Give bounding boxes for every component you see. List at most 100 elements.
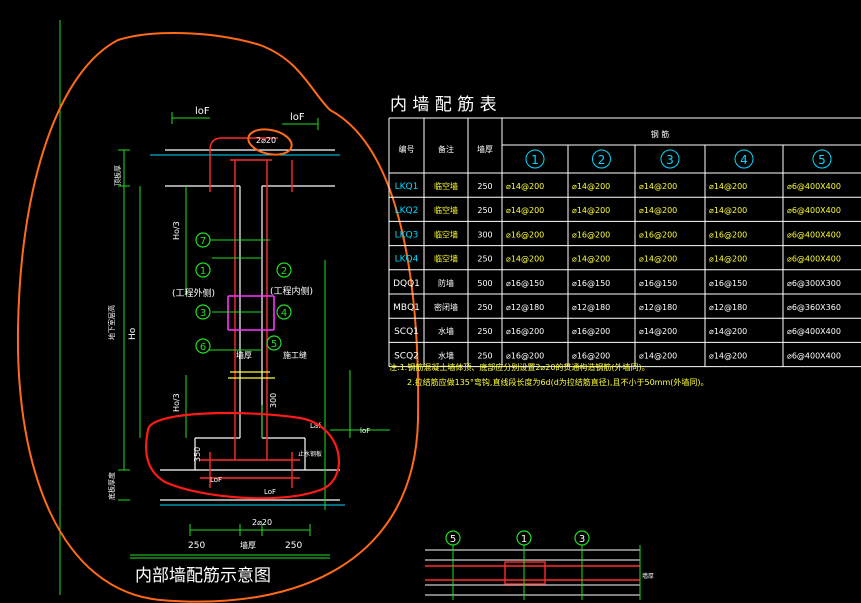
- ho-label: Ho: [128, 327, 138, 340]
- table-row-thk: 250: [477, 303, 492, 312]
- dim-250-left-label: 250: [188, 541, 205, 551]
- table-row-thk: 250: [477, 327, 492, 336]
- rebar-lines: [200, 137, 300, 488]
- lof-tag-label: LoF: [210, 476, 222, 484]
- circle-label-1: 1: [200, 266, 206, 277]
- circle-marker-7: [195, 232, 211, 248]
- bottom-circle-1: [516, 530, 532, 546]
- table-row-bar: ⌀14@200: [572, 206, 610, 215]
- lof-small-label: loF: [360, 427, 370, 435]
- note-small-label: 止水钢板: [298, 450, 322, 458]
- table-row-id: SCQ1: [394, 327, 419, 337]
- bottom-circle-label-1: 1: [521, 534, 527, 545]
- bar-column-label-3: 3: [666, 153, 674, 167]
- table-row-bar: ⌀16@200: [572, 230, 610, 239]
- table-row-bar: ⌀16@200: [639, 230, 677, 239]
- left-side-label: (工程外侧): [172, 287, 215, 299]
- table-row-bar: ⌀16@150: [572, 279, 610, 288]
- table-row-bar: ⌀16@200: [506, 230, 544, 239]
- table-row-bar: ⌀14@200: [709, 255, 747, 264]
- table-row-thk: 500: [477, 279, 492, 288]
- table-row-bar: ⌀16@150: [639, 279, 677, 288]
- table-head-note: 备注: [438, 144, 454, 154]
- table-row-bar: ⌀16@200: [572, 327, 610, 336]
- dim-300-label: 300: [269, 393, 278, 408]
- detail-labels: loF loF 2⌀20 Ho/3 Ho/3 Ho (工程外侧) (工程内侧) …: [107, 106, 370, 586]
- circle-marker-labels: 7 1 2 3 4 6 5: [200, 236, 287, 353]
- orange-markup-ellipse: [16, 32, 420, 603]
- wall-thk-bottom-label: 墙厚: [240, 540, 256, 550]
- bottom-detail-tag: 墙厚: [642, 572, 654, 580]
- table-row-bar: ⌀12@180: [709, 303, 747, 312]
- table-row-bar: ⌀12@180: [639, 303, 677, 312]
- bottom-bar-label: 2⌀20: [252, 518, 272, 527]
- table-row-thk: 250: [477, 351, 492, 360]
- bar-column-circle-3: [660, 149, 680, 169]
- table-row-bar: ⌀6@400X400: [787, 230, 841, 239]
- wall-thk-label: 墙厚: [236, 350, 252, 360]
- table-row-bar: ⌀14@200: [709, 206, 747, 215]
- table-row-note: 临空墙: [434, 254, 458, 264]
- table-row-bar: ⌀6@360X360: [787, 303, 841, 312]
- circle-marker-4: [276, 304, 292, 320]
- table-row-bar: ⌀16@200: [506, 351, 544, 360]
- table-row-bar: ⌀6@400X400: [787, 327, 841, 336]
- table-row-bar: ⌀6@300X300: [787, 279, 841, 288]
- table-head-rebar: 钢 筋: [651, 129, 670, 139]
- table-row-id: MBQ1: [393, 303, 420, 313]
- bottom-circle-label-3: 3: [579, 534, 585, 545]
- circle-marker-6: [195, 338, 211, 354]
- table-row-bar: ⌀16@200: [506, 327, 544, 336]
- bottom-circle-3: [574, 530, 590, 546]
- construction-joint-label: 施工缝: [283, 350, 307, 360]
- table-row-note: 水墙: [438, 350, 454, 360]
- table-title: 内 墙 配 筋 表: [390, 95, 497, 115]
- bottom-circle-5: [445, 530, 461, 546]
- circle-marker-5: [266, 335, 282, 351]
- table-row-bar: ⌀14@200: [639, 206, 677, 215]
- circle-marker-3: [195, 304, 211, 320]
- table-grid: [388, 117, 861, 368]
- circle-markers: [195, 232, 292, 354]
- red-markup-ellipse-bottom: [145, 411, 341, 500]
- table-head-thk: 墙厚: [477, 144, 493, 154]
- circle-label-6: 6: [200, 342, 206, 353]
- right-side-label: (工程内侧): [270, 285, 313, 297]
- circle-marker-2: [276, 262, 292, 278]
- table-row-bar: ⌀14@200: [639, 182, 677, 191]
- circle-marker-1: [195, 262, 211, 278]
- circle-label-3: 3: [200, 308, 206, 319]
- table-row-bar: ⌀14@200: [639, 327, 677, 336]
- dim-250-right-label: 250: [285, 541, 302, 551]
- dim-350-label: 350: [193, 447, 202, 462]
- bar-column-label-1: 1: [531, 153, 539, 167]
- table-head-no: 编号: [399, 144, 415, 154]
- bar-column-label-4: 4: [740, 153, 748, 167]
- bottom-slab-label: 底板厚度: [107, 472, 116, 500]
- table-row-bar: ⌀14@200: [572, 255, 610, 264]
- ho-third-top-label: Ho/3: [172, 221, 181, 240]
- bar-column-circle-5: [812, 149, 832, 169]
- table-row-bar: ⌀6@400X400: [787, 255, 841, 264]
- table-row-note: 防墙: [438, 278, 454, 288]
- table-row-thk: 250: [477, 182, 492, 191]
- table-row-bar: ⌀14@200: [639, 255, 677, 264]
- bottom-detail: 5 1 3 墙厚: [425, 530, 654, 600]
- lof-bottom-label: LoF: [264, 488, 276, 496]
- table-row-bar: ⌀12@180: [572, 303, 610, 312]
- wall-detail: 7 1 2 3 4 6 5 loF loF 2⌀20 Ho/3 Ho/3 Ho …: [16, 20, 420, 603]
- bar-column-label-5: 5: [818, 153, 826, 167]
- table-row-id: LKQ1: [395, 182, 419, 192]
- table-row-bar: ⌀16@200: [572, 351, 610, 360]
- bar-column-label-2: 2: [598, 153, 606, 167]
- table-row-bar: ⌀14@200: [572, 182, 610, 191]
- table-row-thk: 250: [477, 255, 492, 264]
- table-note-1: 注:1.钢筋混凝土墙体顶、底部应分别设置2⌀20的贯通构造钢筋(外墙同)。: [389, 362, 650, 372]
- circle-label-2: 2: [281, 266, 287, 277]
- table-row-id: LKQ3: [395, 230, 419, 240]
- yellow-lines: [228, 371, 275, 379]
- table-row-bar: ⌀14@200: [709, 182, 747, 191]
